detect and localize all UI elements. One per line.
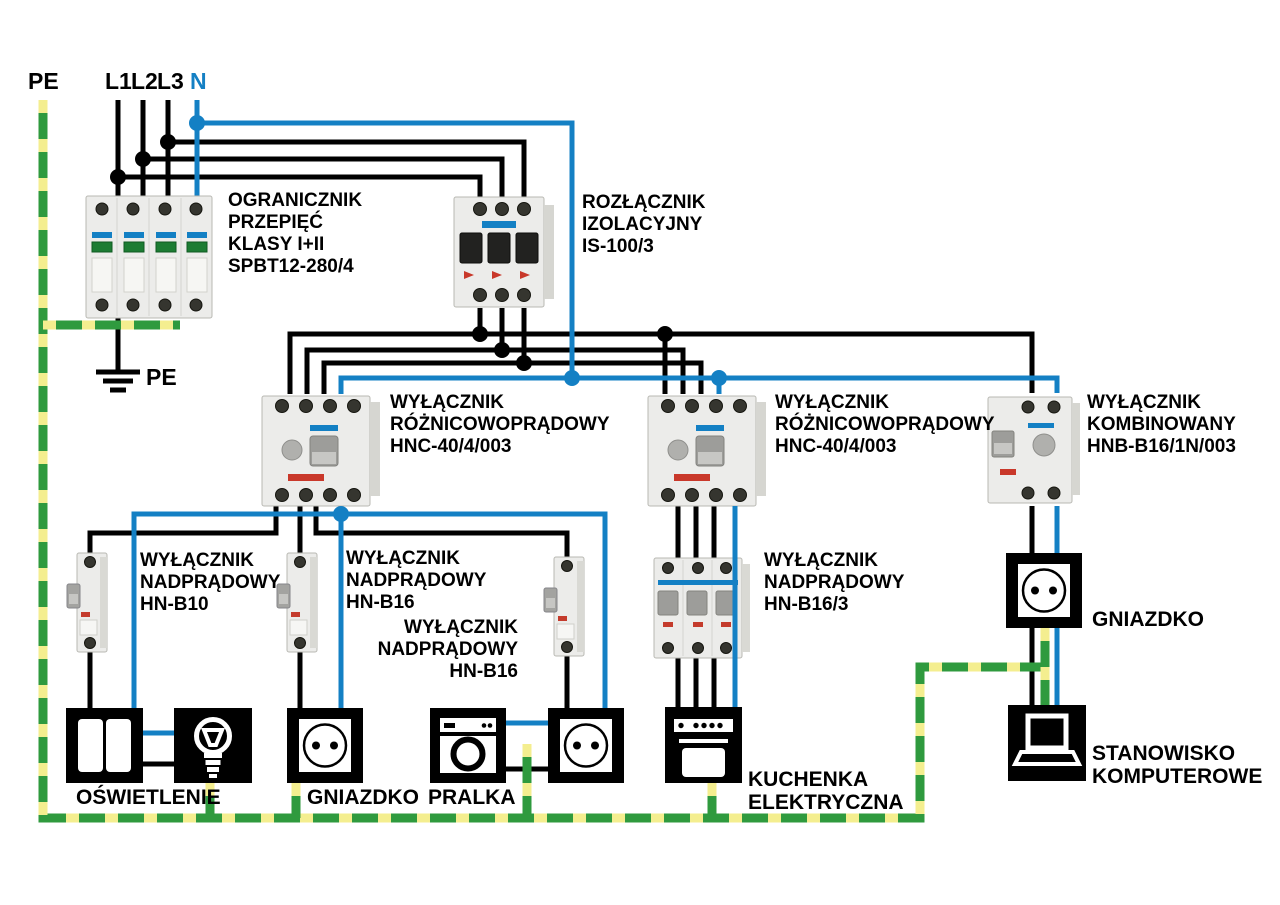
- wire-phase: [118, 174, 483, 198]
- combined-breaker-label: WYŁĄCZNIK KOMBINOWANY HNB-B16/1N/003: [1087, 392, 1236, 458]
- socket1-label: GNIAZDKO: [307, 786, 419, 809]
- junction-dot: [472, 326, 488, 342]
- wire-phase: [304, 347, 686, 394]
- rcd-right-label: WYŁĄCZNIK RÓŻNICOWOPRĄDOWY HNC-40/4/003: [775, 392, 995, 458]
- cooker-label: KUCHENKA ELEKTRYCZNA: [748, 768, 904, 815]
- wire-neutral: [338, 375, 572, 394]
- junction-dot: [564, 370, 580, 386]
- surge-protector-label: OGRANICZNIK PRZEPIĘĆ KLASY I+II SPBT12-2…: [228, 190, 363, 278]
- combined-breaker-device: [987, 396, 1081, 504]
- mcb-b10-device: [66, 552, 108, 653]
- wire-neutral: [131, 511, 608, 708]
- light-switch-icon: [66, 708, 143, 783]
- rcd-left-device: [261, 395, 381, 507]
- wire-neutral: [197, 120, 575, 378]
- mcb-b16-b-device: [543, 556, 585, 657]
- l3-label: L3: [157, 68, 184, 94]
- socket-icon: [285, 706, 365, 785]
- socket-icon: [1004, 551, 1084, 630]
- junction-dot: [135, 151, 151, 167]
- pe-bus-label: PE: [28, 68, 59, 94]
- junction-dot: [110, 169, 126, 185]
- wire-phase: [168, 139, 527, 198]
- washer-label: PRALKA: [428, 786, 516, 809]
- computer-label: STANOWISKO KOMPUTEROWE: [1092, 742, 1263, 789]
- surge-protector-device: [85, 195, 213, 319]
- cooker-icon: [665, 707, 742, 783]
- junction-dot: [711, 370, 727, 386]
- mcb-b16-a-label: WYŁĄCZNIK NADPRĄDOWY HN-B16: [346, 548, 487, 614]
- rcd-left-label: WYŁĄCZNIK RÓŻNICOWOPRĄDOWY HNC-40/4/003: [390, 392, 610, 458]
- wire-pe-dash: [38, 100, 1045, 823]
- isolator-device: [453, 196, 555, 308]
- junction-dot: [657, 326, 673, 342]
- lighting-label: OŚWIETLENIE: [76, 786, 221, 809]
- junction-dot: [160, 134, 176, 150]
- wire-neutral: [572, 375, 1060, 393]
- light-bulb-icon: [174, 708, 252, 783]
- isolator-label: ROZŁĄCZNIK IZOLACYJNY IS-100/3: [582, 192, 706, 258]
- junction-dots: [110, 115, 727, 522]
- ground-symbol: [96, 369, 140, 393]
- ground-pe-label: PE: [146, 364, 177, 390]
- computer-icon: [1008, 705, 1086, 781]
- junction-dot: [189, 115, 205, 131]
- phase-wires: [87, 100, 1035, 772]
- wire-phase: [87, 506, 279, 553]
- wire-phase: [313, 506, 570, 558]
- l1-label: L1: [105, 68, 132, 94]
- junction-dot: [516, 355, 532, 371]
- junction-dot: [494, 342, 510, 358]
- socket2-label: GNIAZDKO: [1092, 608, 1204, 631]
- l2-label: L2: [131, 68, 158, 94]
- pe-wires: [38, 100, 1050, 823]
- socket-icon: [546, 706, 626, 785]
- washing-machine-icon: [430, 708, 506, 783]
- n-label: N: [190, 68, 207, 94]
- mcb-b16-3-label: WYŁĄCZNIK NADPRĄDOWY HN-B16/3: [764, 550, 905, 616]
- mcb-b16-a-device: [276, 552, 318, 653]
- mcb-b16-b-label: WYŁĄCZNIK NADPRĄDOWY HN-B16: [377, 617, 518, 683]
- rcd-right-device: [647, 395, 767, 507]
- junction-dot: [333, 506, 349, 522]
- wire-phase: [143, 156, 505, 198]
- mcb-b10-label: WYŁĄCZNIK NADPRĄDOWY HN-B10: [140, 550, 281, 616]
